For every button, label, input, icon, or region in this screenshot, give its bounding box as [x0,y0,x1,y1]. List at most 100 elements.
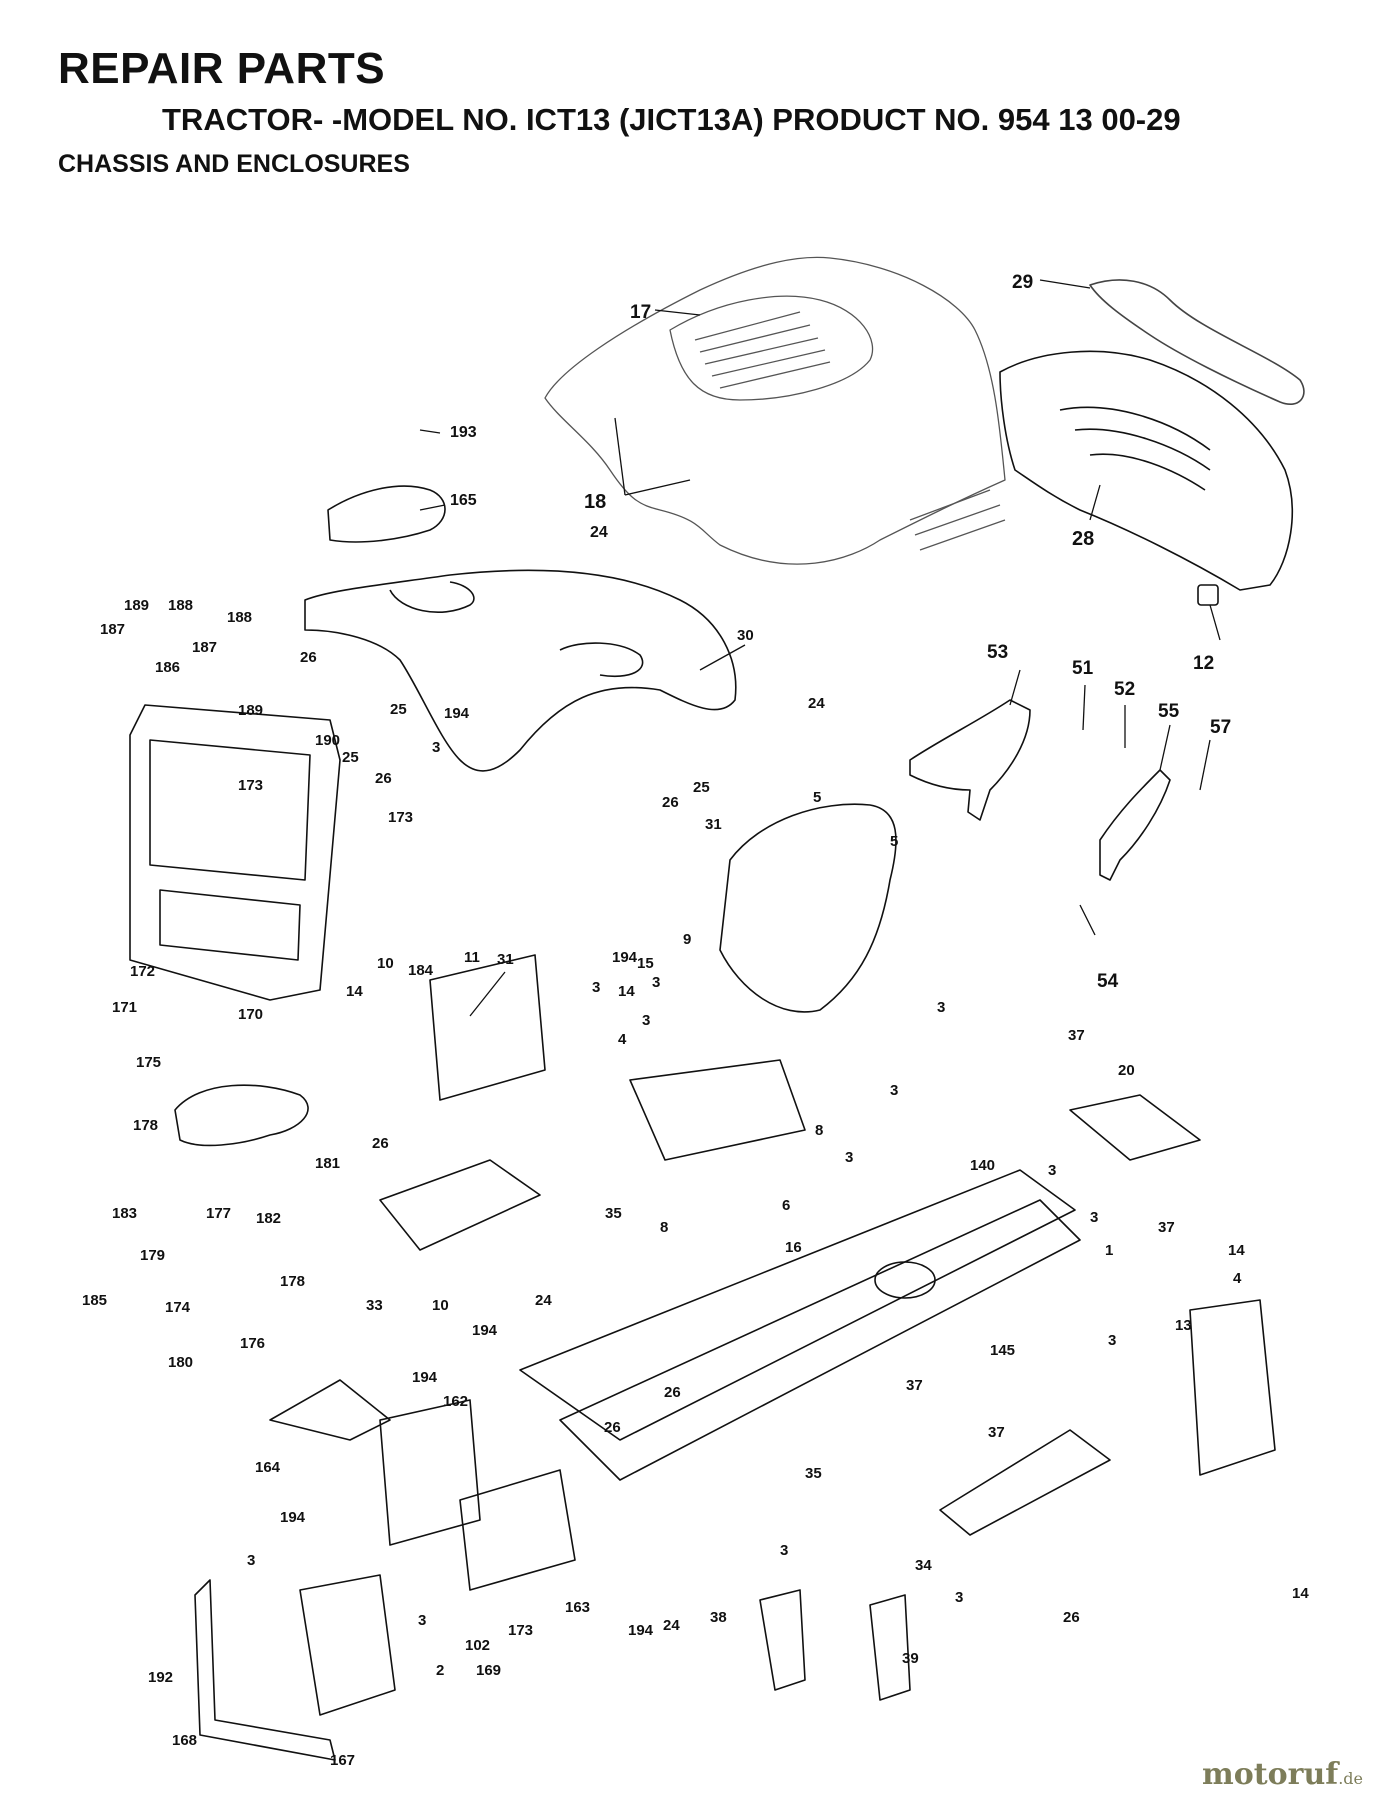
callout-34: 34 [915,1557,932,1574]
callout-31: 31 [497,951,514,968]
callout-35: 35 [605,1205,622,1222]
callout-14: 14 [1292,1585,1309,1602]
callout-25: 25 [693,779,710,796]
callout-6: 6 [782,1197,790,1214]
callout-26: 26 [372,1135,389,1152]
callout-55: 55 [1158,701,1180,722]
callout-37: 37 [1158,1219,1175,1236]
callout-193: 193 [450,424,477,441]
part-drawings [129,256,1305,1761]
dash-plate-9 [719,803,897,1013]
callout-24: 24 [590,524,608,541]
callout-10: 10 [432,1297,449,1314]
callout-171: 171 [112,999,137,1016]
watermark-tld: .de [1338,1769,1363,1788]
callout-5: 5 [813,789,821,806]
callout-57: 57 [1210,717,1231,738]
callout-2: 2 [436,1662,444,1679]
callout-184: 184 [408,962,434,979]
callout-175: 175 [136,1054,161,1071]
footrest-34 [939,1429,1111,1536]
callout-3: 3 [247,1552,255,1569]
callout-185: 185 [82,1292,107,1309]
callout-3: 3 [845,1149,853,1166]
callout-20: 20 [1118,1062,1135,1079]
model-subtitle: TRACTOR- -MODEL NO. ICT13 (JICT13A) PROD… [162,102,1181,137]
callout-30: 30 [737,627,754,644]
section-title: CHASSIS AND ENCLOSURES [58,150,410,178]
callout-173: 173 [388,809,413,826]
callout-3: 3 [642,1012,650,1029]
callout-51: 51 [1072,658,1094,679]
grille [999,350,1294,591]
side-panel-13 [1189,1299,1276,1476]
page-title: REPAIR PARTS [58,44,386,93]
callout-188: 188 [168,597,193,614]
callout-165: 165 [450,492,477,509]
callout-167: 167 [330,1752,355,1769]
callout-13: 13 [1175,1317,1192,1334]
callout-14: 14 [618,983,635,1000]
callout-10: 10 [377,955,394,972]
clip [1197,584,1219,606]
callout-11: 11 [464,949,480,966]
callout-18: 18 [584,491,606,513]
callout-54: 54 [1097,971,1119,992]
callout-37: 37 [906,1377,923,1394]
callout-3: 3 [890,1082,898,1099]
callout-35: 35 [805,1465,822,1482]
callout-194: 194 [280,1509,306,1526]
panel-163 [459,1469,576,1591]
callout-177: 177 [206,1205,231,1222]
callout-37: 37 [988,1424,1005,1441]
callout-190: 190 [315,732,340,749]
callout-24: 24 [535,1292,552,1309]
bracket-38 [759,1589,806,1691]
callout-3: 3 [937,999,945,1016]
shield-175 [174,1084,309,1147]
callout-173: 173 [508,1622,533,1639]
callout-176: 176 [240,1335,265,1352]
hood [544,256,1006,565]
callout-14: 14 [346,983,363,1000]
callout-187: 187 [100,621,125,638]
callout-173: 173 [238,777,263,794]
callout-187: 187 [192,639,217,656]
callout-33: 33 [366,1297,383,1314]
callout-17: 17 [630,302,651,323]
callout-3: 3 [432,739,440,756]
bracket-164 [269,1379,391,1441]
watermark-logo: motoruf.de [1202,1757,1363,1792]
callout-178: 178 [133,1117,158,1134]
plate-6 [629,1059,806,1161]
callout-194: 194 [628,1622,654,1639]
callout-169: 169 [476,1662,501,1679]
callout-14: 14 [1228,1242,1245,1259]
callout-162: 162 [443,1393,468,1410]
leader-lines [419,279,1221,1017]
callout-194: 194 [412,1369,438,1386]
callout-3: 3 [592,979,600,996]
callout-26: 26 [664,1384,681,1401]
callout-3: 3 [1090,1209,1098,1226]
callout-102: 102 [465,1637,490,1654]
watermark-name: motoruf [1202,1757,1339,1792]
callout-26: 26 [375,770,392,787]
panel-162 [379,1399,481,1546]
bracket-20 [1069,1094,1201,1161]
callout-8: 8 [660,1219,668,1236]
callout-183: 183 [112,1205,137,1222]
callout-4: 4 [618,1031,627,1048]
callout-172: 172 [130,963,155,980]
callout-181: 181 [315,1155,340,1172]
callout-8: 8 [815,1122,823,1139]
callout-28: 28 [1072,528,1094,550]
callout-170: 170 [238,1006,263,1023]
callout-53: 53 [987,642,1008,663]
callout-3: 3 [1048,1162,1056,1179]
callout-3: 3 [418,1612,426,1629]
hood-trim [1089,279,1305,405]
callout-24: 24 [663,1617,680,1634]
callout-39: 39 [902,1650,919,1667]
callout-9: 9 [683,931,691,948]
